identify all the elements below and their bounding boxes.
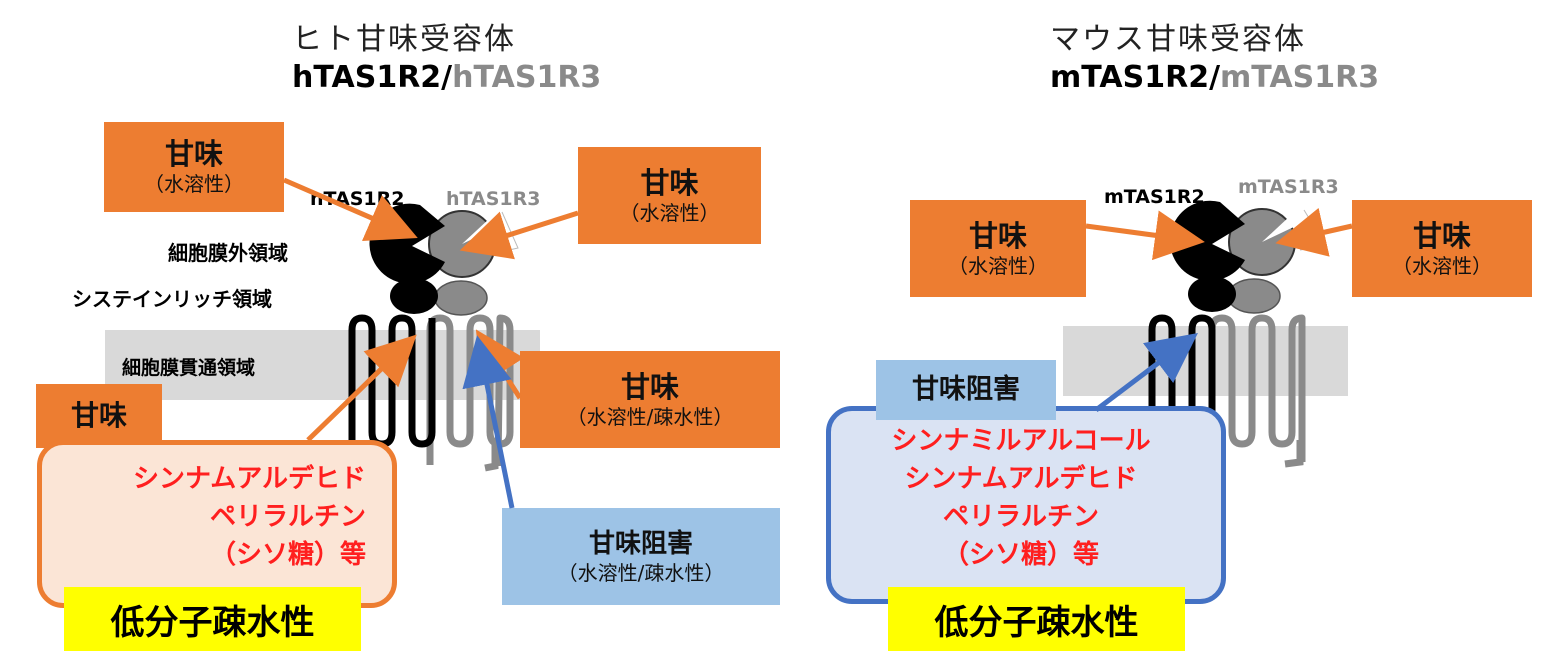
human-compound-frame (37, 440, 397, 608)
mouse-title-sub: マウス甘味受容体 (1050, 22, 1306, 57)
mouse-compound-3: ペリラルチン (942, 502, 1099, 532)
mouse-compound-2: シンナムアルデヒド (904, 464, 1138, 494)
mouse-box-sweet-right: 甘味 （水溶性） (1352, 200, 1532, 297)
human-title-r3: hTAS1R3 (452, 60, 602, 95)
mouse-box-sweet-left-title: 甘味 (968, 218, 1027, 253)
mouse-compound-4: （シソ糖）等 (942, 540, 1099, 570)
human-compound-2: ペリラルチン (209, 502, 366, 532)
human-box-inhibit-title: 甘味阻害 (588, 528, 693, 559)
human-r2-cysteine-domain (390, 278, 438, 314)
mouse-arrow-sweet-left (1085, 210, 1205, 261)
mouse-r3-tail (1284, 440, 1304, 468)
human-compound-3: （シソ糖）等 (209, 540, 366, 570)
mouse-r3-helices (1208, 314, 1306, 462)
human-title-sep: / (441, 60, 453, 95)
human-title-sub: ヒト甘味受容体 (292, 22, 516, 57)
human-box-sweet-tm-sub: （水溶性/疎水性） (566, 404, 734, 429)
human-region-extracellular: 細胞膜外領域 (168, 241, 288, 265)
human-box-sweet-tm: 甘味 （水溶性/疎水性） (520, 351, 780, 448)
mouse-title-r3: mTAS1R3 (1220, 60, 1380, 95)
human-arrow-inhibit (462, 335, 515, 509)
human-box-inhibit: 甘味阻害 （水溶性/疎水性） (502, 508, 780, 605)
mouse-label-r3: mTAS1R3 (1238, 176, 1339, 198)
human-compound-1: シンナムアルデヒド (133, 464, 366, 494)
human-box-sweet-tm-title: 甘味 (620, 369, 679, 404)
human-region-transmembrane: 細胞膜貫通領域 (122, 357, 256, 379)
human-hydrophobic-label: 低分子疎水性 (64, 587, 361, 651)
human-box-sweet-small: 甘味 (36, 384, 162, 448)
human-box-sweet-small-title: 甘味 (70, 399, 127, 432)
human-label-r3: hTAS1R3 (446, 188, 541, 210)
mouse-r2-cysteine-domain (1188, 276, 1236, 312)
human-title-main: hTAS1R2/hTAS1R3 (292, 60, 601, 95)
human-arrow-compound (306, 334, 417, 442)
mouse-box-sweet-right-title: 甘味 (1412, 218, 1471, 253)
mouse-box-inhibit: 甘味阻害 (876, 360, 1056, 420)
mouse-compound-frame (826, 406, 1226, 604)
mouse-label-r2: mTAS1R2 (1104, 186, 1205, 208)
mouse-arrow-sweet-right (1275, 207, 1353, 257)
human-box-inhibit-sub: （水溶性/疎水性） (557, 560, 725, 585)
human-box-sweet-left-sub: （水溶性） (144, 172, 244, 196)
human-compound-list: シンナムアルデヒド ペリラルチン （シソ糖）等 (46, 460, 366, 574)
mouse-box-sweet-left: 甘味 （水溶性） (910, 200, 1086, 297)
human-box-sweet-right: 甘味 （水溶性） (578, 147, 761, 244)
mouse-compound-list: シンナミルアルコール シンナムアルデヒド ペリラルチン （シソ糖）等 (836, 422, 1206, 574)
human-arrow-sweet-left (283, 177, 418, 242)
human-box-sweet-right-title: 甘味 (640, 165, 699, 200)
human-arrow-sweet-right (459, 210, 579, 260)
human-title-r2: hTAS1R2 (292, 60, 442, 95)
human-r3-helices (426, 314, 514, 467)
mouse-compound-1: シンナミルアルコール (891, 426, 1151, 456)
mouse-title-sep: / (1209, 60, 1221, 95)
human-box-sweet-left: 甘味 （水溶性） (104, 122, 284, 212)
mouse-box-sweet-left-sub: （水溶性） (948, 253, 1048, 278)
mouse-box-sweet-right-sub: （水溶性） (1392, 253, 1492, 278)
mouse-arrow-inhibit (1094, 332, 1198, 412)
human-region-cysteine: システインリッチ領域 (72, 287, 272, 311)
mouse-hydrophobic-label: 低分子疎水性 (888, 587, 1185, 651)
mouse-title-main: mTAS1R2/mTAS1R3 (1050, 60, 1379, 95)
human-r3-tail (484, 440, 499, 472)
human-box-sweet-right-sub: （水溶性） (619, 200, 720, 225)
mouse-box-inhibit-title: 甘味阻害 (912, 374, 1020, 405)
mouse-title-r2: mTAS1R2 (1050, 60, 1210, 95)
human-box-sweet-left-title: 甘味 (164, 137, 223, 171)
